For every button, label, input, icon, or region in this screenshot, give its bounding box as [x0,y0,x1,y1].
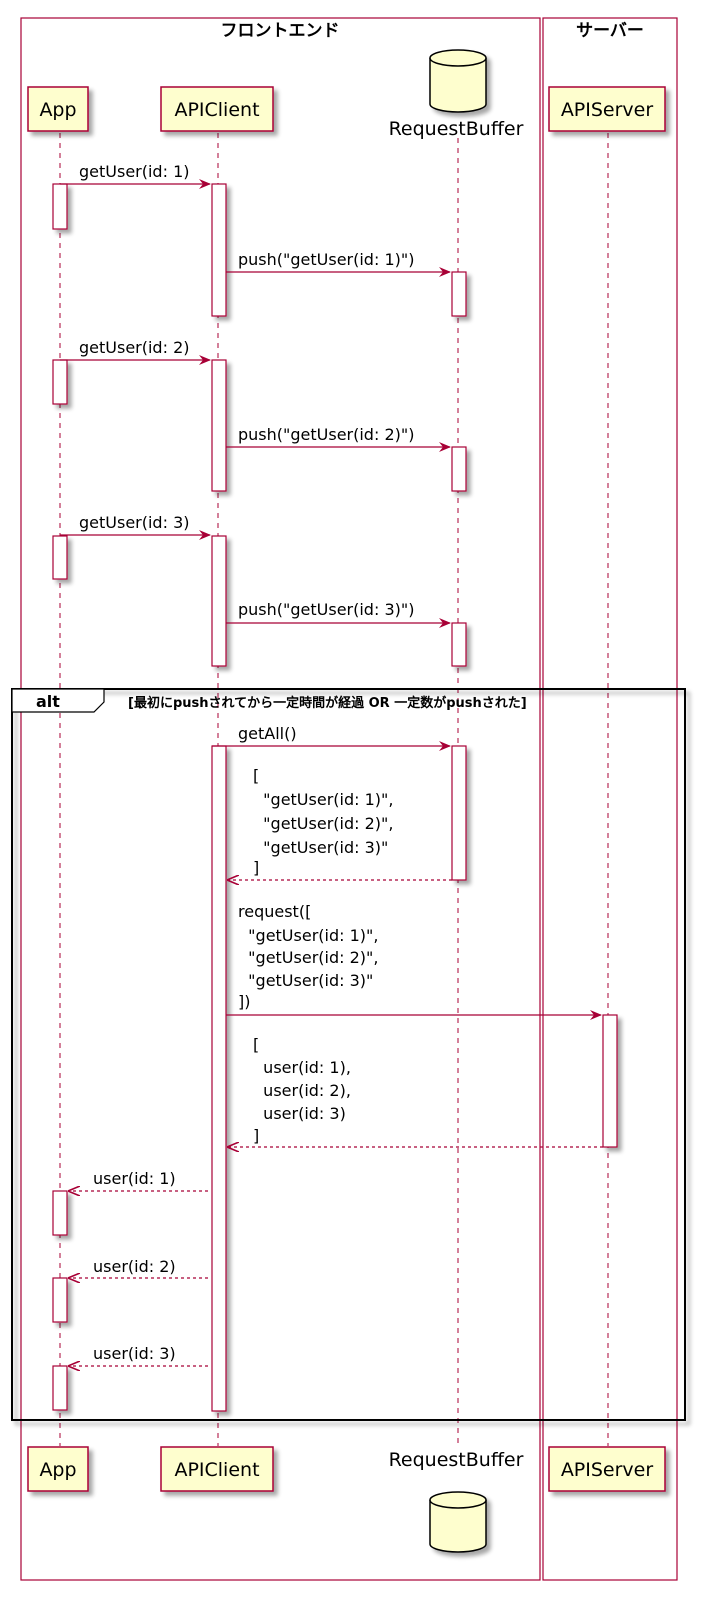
activation-apiclient [211,535,227,667]
box-frontend [20,17,541,1581]
database-icon [429,49,487,113]
message-line: "getUser(id: 2)", [253,814,393,833]
message-line: "getUser(id: 1)", [253,790,393,809]
activation-apiclient [211,359,227,492]
message-line: [ [253,766,259,785]
box-server-title: サーバー [576,21,644,41]
message-line: "getUser(id: 2)", [238,948,378,967]
participant-apiclient-label: APIClient [174,99,259,121]
message-line: "getUser(id: 3)" [253,838,388,857]
activation-apiclient [211,745,227,1412]
activation-app [52,535,68,580]
participant-apiclient-bottom [160,1446,274,1492]
activation-app [52,1190,68,1236]
participant-app-bottom-label: App [39,1459,76,1481]
activation-app [52,1277,68,1323]
alt-frame [11,688,686,1421]
message-line: user(id: 1), [253,1058,351,1077]
message-line: user(id: 2), [253,1081,351,1100]
activation-requestbuffer [451,622,467,667]
message-line: ] [253,858,259,877]
message-line: ]) [238,992,250,1011]
message-label-request-result: [ user(id: 1), user(id: 2), user(id: 3) … [253,1035,351,1145]
message-label: getUser(id: 3) [79,513,189,532]
database-icon [429,1491,487,1553]
activation-requestbuffer [451,271,467,317]
message-label: getUser(id: 2) [79,338,189,357]
message-label: user(id: 2) [93,1257,176,1276]
participant-apiclient-top [160,86,274,132]
activation-app [52,183,68,230]
message-label-request: request([ "getUser(id: 1)", "getUser(id:… [238,902,378,1011]
activation-app [52,1365,68,1411]
activation-requestbuffer [451,745,467,881]
participant-app-bottom [27,1446,89,1492]
message-line: request([ [238,902,311,921]
participant-requestbuffer-bottom-label: RequestBuffer [389,1449,524,1471]
message-label: push("getUser(id: 2)") [238,425,414,444]
message-line: ] [253,1126,259,1145]
message-line: [ [253,1035,259,1054]
participant-requestbuffer-label: RequestBuffer [389,118,524,140]
participant-apiserver-label: APIServer [561,99,654,121]
participant-apiclient-bottom-label: APIClient [174,1459,259,1481]
message-label: user(id: 3) [93,1344,176,1363]
activation-requestbuffer [451,446,467,492]
participant-apiserver-top [548,86,666,132]
box-frontend-title: フロントエンド [221,21,340,41]
message-label: user(id: 1) [93,1169,176,1188]
alt-tab [11,688,105,713]
participant-app-top [27,86,89,132]
message-line: "getUser(id: 3)" [238,971,373,990]
activation-apiserver [602,1014,618,1148]
activation-app [52,359,68,405]
message-label: push("getUser(id: 3)") [238,600,414,619]
message-label: getAll() [238,724,297,743]
message-line: user(id: 3) [253,1104,346,1123]
message-line: "getUser(id: 1)", [238,926,378,945]
participant-apiserver-bottom-label: APIServer [561,1459,654,1481]
activation-apiclient [211,183,227,317]
participant-app-label: App [39,99,76,121]
alt-condition: [最初にpushされてから一定時間が経過 OR 一定数がpushされた] [128,695,527,711]
box-server [542,17,678,1581]
alt-label: alt [36,692,60,711]
message-label: push("getUser(id: 1)") [238,250,414,269]
message-label-getall-result: [ "getUser(id: 1)", "getUser(id: 2)", "g… [253,766,393,877]
participant-apiserver-bottom [548,1446,666,1492]
message-label: getUser(id: 1) [79,162,189,181]
